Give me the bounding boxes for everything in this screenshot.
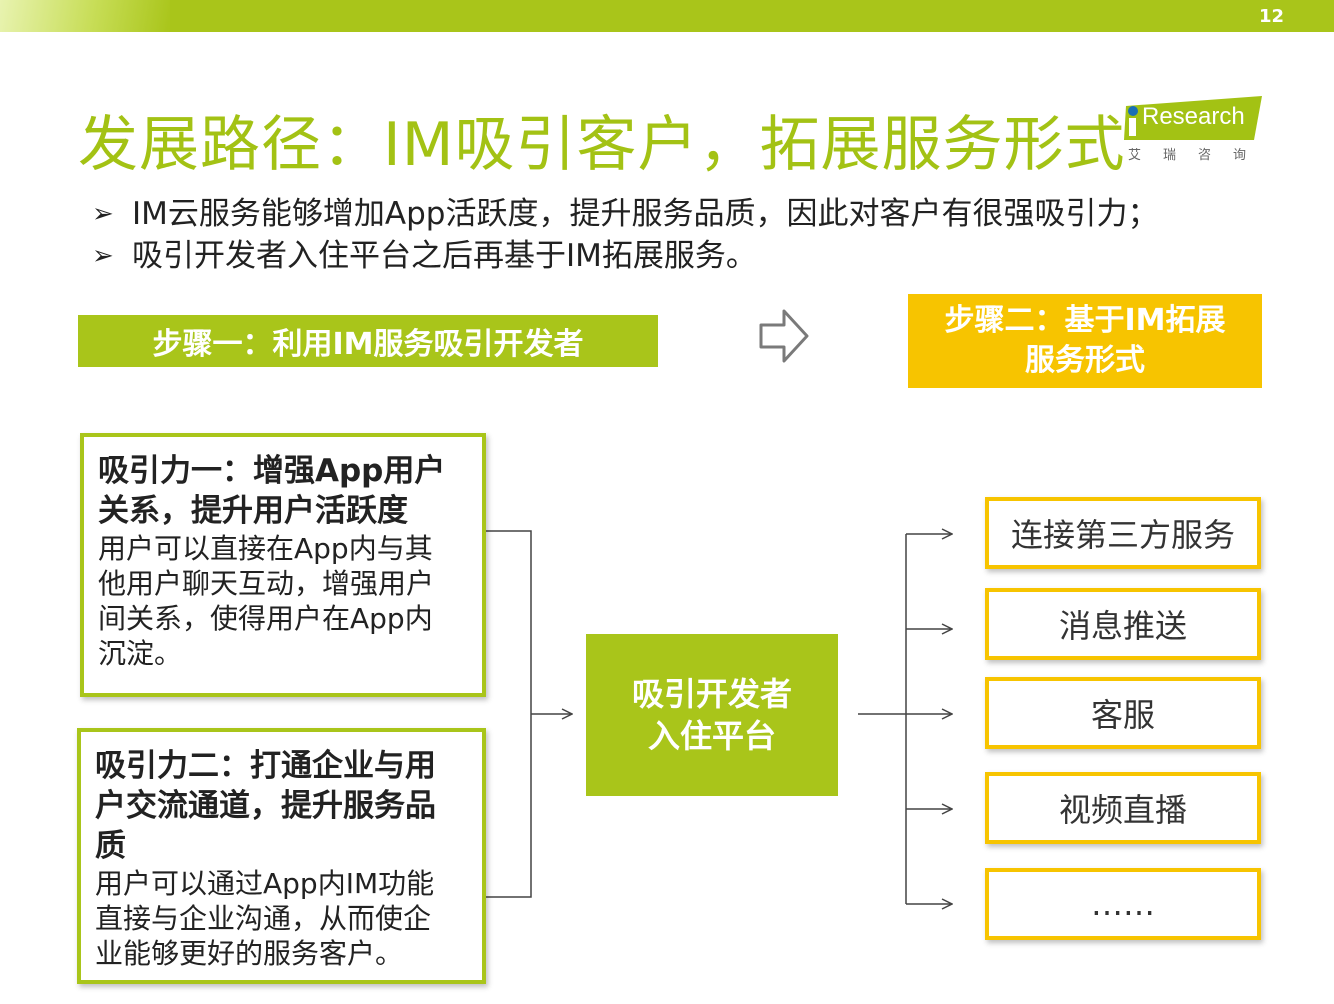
right-arrow-icon bbox=[759, 309, 809, 363]
logo-subtitle: 艾瑞咨询 bbox=[1128, 148, 1269, 163]
step-two-label-line1: 步骤二：基于IM拓展 bbox=[944, 303, 1226, 338]
attraction-two-box: 吸引力二：打通企业与用 户交流通道，提升服务品 质 用户可以通过App内IM功能… bbox=[77, 728, 486, 984]
attraction-one-box: 吸引力一：增强App用户 关系，提升用户活跃度 用户可以直接在App内与其 他用… bbox=[80, 433, 486, 697]
service-box-push: 消息推送 bbox=[985, 588, 1261, 660]
attraction-two-title: 吸引力二：打通企业与用 户交流通道，提升服务品 质 bbox=[95, 746, 468, 866]
step-one-banner: 步骤一：利用IM服务吸引开发者 bbox=[78, 315, 658, 367]
logo-text: Research bbox=[1142, 103, 1245, 130]
title-line: 关系，提升用户活跃度 bbox=[98, 493, 408, 529]
service-box-customer-service: 客服 bbox=[985, 677, 1261, 749]
title-line: 吸引力二：打通企业与用 bbox=[95, 748, 436, 784]
title-line: 质 bbox=[95, 828, 126, 864]
body-line: 间关系，使得用户在App内 bbox=[98, 602, 433, 635]
center-line2: 入住平台 bbox=[647, 717, 776, 755]
body-line: 他用户聊天互动，增强用户 bbox=[98, 567, 435, 600]
attraction-one-title: 吸引力一：增强App用户 关系，提升用户活跃度 bbox=[98, 451, 468, 531]
service-label: 连接第三方服务 bbox=[1010, 516, 1235, 554]
center-line1: 吸引开发者 bbox=[631, 675, 792, 713]
iresearch-logo: Research 艾瑞咨询 bbox=[1124, 96, 1264, 164]
body-line: 直接与企业沟通，从而使企 bbox=[95, 902, 432, 935]
page-title: 发展路径：IM吸引客户，拓展服务形式 bbox=[78, 110, 1126, 180]
bullet-item: ➢ IM云服务能够增加App活跃度，提升服务品质，因此对客户有很强吸引力； bbox=[92, 193, 1158, 235]
step-two-label-line2: 服务形式 bbox=[1025, 343, 1145, 378]
bullet-text: IM云服务能够增加App活跃度，提升服务品质，因此对客户有很强吸引力； bbox=[132, 196, 1159, 232]
title-line: 吸引力一：增强App用户 bbox=[98, 453, 446, 489]
body-line: 沉淀。 bbox=[98, 637, 183, 670]
bullet-list: ➢ IM云服务能够增加App活跃度，提升服务品质，因此对客户有很强吸引力； ➢ … bbox=[92, 193, 1158, 277]
body-line: 用户可以直接在App内与其 bbox=[98, 532, 433, 565]
page-number: 12 bbox=[1258, 6, 1284, 27]
service-label: …… bbox=[1091, 885, 1155, 923]
service-label: 客服 bbox=[1090, 696, 1155, 734]
body-line: 业能够更好的服务客户。 bbox=[95, 937, 404, 970]
platform-center-box: 吸引开发者 入住平台 bbox=[586, 634, 838, 796]
attraction-two-body: 用户可以通过App内IM功能 直接与企业沟通，从而使企 业能够更好的服务客户。 bbox=[95, 866, 468, 971]
service-label: 消息推送 bbox=[1058, 607, 1187, 645]
arrow-bullet-icon: ➢ bbox=[92, 199, 114, 229]
title-line: 户交流通道，提升服务品 bbox=[95, 788, 436, 824]
bullet-item: ➢ 吸引开发者入住平台之后再基于IM拓展服务。 bbox=[92, 235, 1158, 277]
service-label: 视频直播 bbox=[1058, 791, 1187, 829]
step-one-label: 步骤一：利用IM服务吸引开发者 bbox=[152, 327, 584, 362]
service-box-more: …… bbox=[985, 868, 1261, 940]
step-two-banner: 步骤二：基于IM拓展 服务形式 bbox=[908, 294, 1262, 388]
top-bar-highlight bbox=[0, 0, 170, 32]
top-bar: 12 bbox=[0, 0, 1334, 32]
body-line: 用户可以通过App内IM功能 bbox=[95, 867, 435, 900]
service-box-third-party: 连接第三方服务 bbox=[985, 497, 1261, 569]
logo-badge-icon bbox=[1124, 96, 1262, 140]
attraction-one-body: 用户可以直接在App内与其 他用户聊天互动，增强用户 间关系，使得用户在App内… bbox=[98, 531, 468, 671]
service-box-live-video: 视频直播 bbox=[985, 772, 1261, 844]
bullet-text: 吸引开发者入住平台之后再基于IM拓展服务。 bbox=[132, 238, 757, 274]
arrow-bullet-icon: ➢ bbox=[92, 241, 114, 271]
